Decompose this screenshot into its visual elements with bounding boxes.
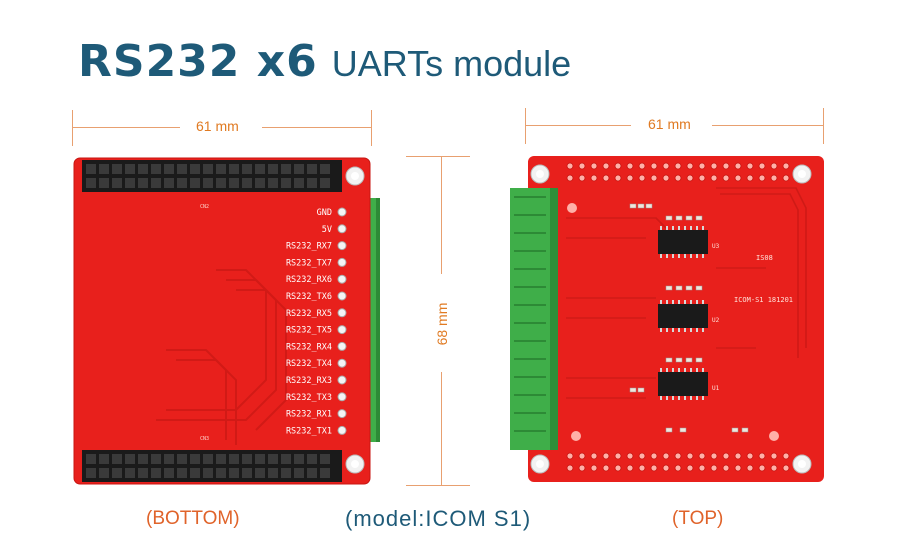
pin-label: RS232_RX1 bbox=[286, 410, 332, 420]
solder-pad bbox=[337, 392, 347, 402]
left-width-label: 61 mm bbox=[196, 118, 239, 134]
pin-label: RS232_TX6 bbox=[286, 292, 332, 302]
pin-label: 5V bbox=[322, 225, 332, 235]
silk-model-mark: ICOM-S1 181201 bbox=[734, 296, 793, 304]
pin-label: RS232_RX3 bbox=[286, 376, 332, 386]
pin-label: RS232_TX1 bbox=[286, 426, 332, 436]
top-board-photo: U3 U2 U1 IS08 ICOM-S1 181201 bbox=[510, 156, 824, 482]
chip-u1-label: U1 bbox=[712, 385, 720, 392]
title-light: UARTs module bbox=[331, 43, 572, 84]
cn3-mark: CN3 bbox=[200, 436, 209, 442]
page-title: RS232 x6 UARTs module bbox=[78, 36, 571, 87]
model-caption: (model:ICOM S1) bbox=[345, 506, 532, 531]
chip-u3-label: U3 bbox=[712, 243, 720, 250]
solder-pad bbox=[337, 291, 347, 301]
chip-u2-label: U2 bbox=[712, 317, 720, 324]
pin-label: RS232_RX5 bbox=[286, 309, 332, 319]
solder-pad bbox=[337, 325, 347, 335]
top-caption: (TOP) bbox=[672, 508, 724, 529]
solder-pad bbox=[337, 224, 347, 234]
pin-label: RS232_TX5 bbox=[286, 326, 332, 336]
bottom-caption: (BOTTOM) bbox=[146, 508, 240, 529]
pin-label: RS232_RX7 bbox=[286, 242, 332, 252]
silk-iso-mark: IS08 bbox=[756, 254, 773, 262]
solder-pad bbox=[337, 274, 347, 284]
chip-u2 bbox=[658, 300, 708, 332]
pin-label: RS232_RX4 bbox=[286, 342, 332, 352]
height-label: 68 mm bbox=[434, 302, 450, 346]
solder-pad bbox=[337, 341, 347, 351]
pin-label: RS232_TX3 bbox=[286, 393, 332, 403]
cn2-mark: CN2 bbox=[200, 204, 209, 210]
pin-label: GND bbox=[317, 208, 332, 218]
bottom-board-photo: CN2 CN3 GND 5V RS232_RX7RS232_TX7RS232_RX6… bbox=[73, 157, 380, 485]
pin-label: RS232_TX7 bbox=[286, 258, 332, 268]
solder-pad bbox=[337, 207, 347, 217]
solder-pad bbox=[337, 409, 347, 419]
pin-label: RS232_RX6 bbox=[286, 275, 332, 285]
chip-u3 bbox=[658, 226, 708, 258]
solder-pad bbox=[337, 425, 347, 435]
solder-pad bbox=[337, 358, 347, 368]
solder-pad bbox=[337, 257, 347, 267]
title-bold: RS232 x6 bbox=[78, 36, 318, 87]
chip-u1 bbox=[658, 368, 708, 400]
solder-pad bbox=[337, 241, 347, 251]
right-width-label: 61 mm bbox=[648, 116, 691, 132]
pin-label: RS232_TX4 bbox=[286, 359, 332, 369]
solder-pad bbox=[337, 308, 347, 318]
solder-pad bbox=[337, 375, 347, 385]
pin-label-list: GND 5V RS232_RX7RS232_TX7RS232_RX6RS232_TX… bbox=[286, 207, 347, 436]
